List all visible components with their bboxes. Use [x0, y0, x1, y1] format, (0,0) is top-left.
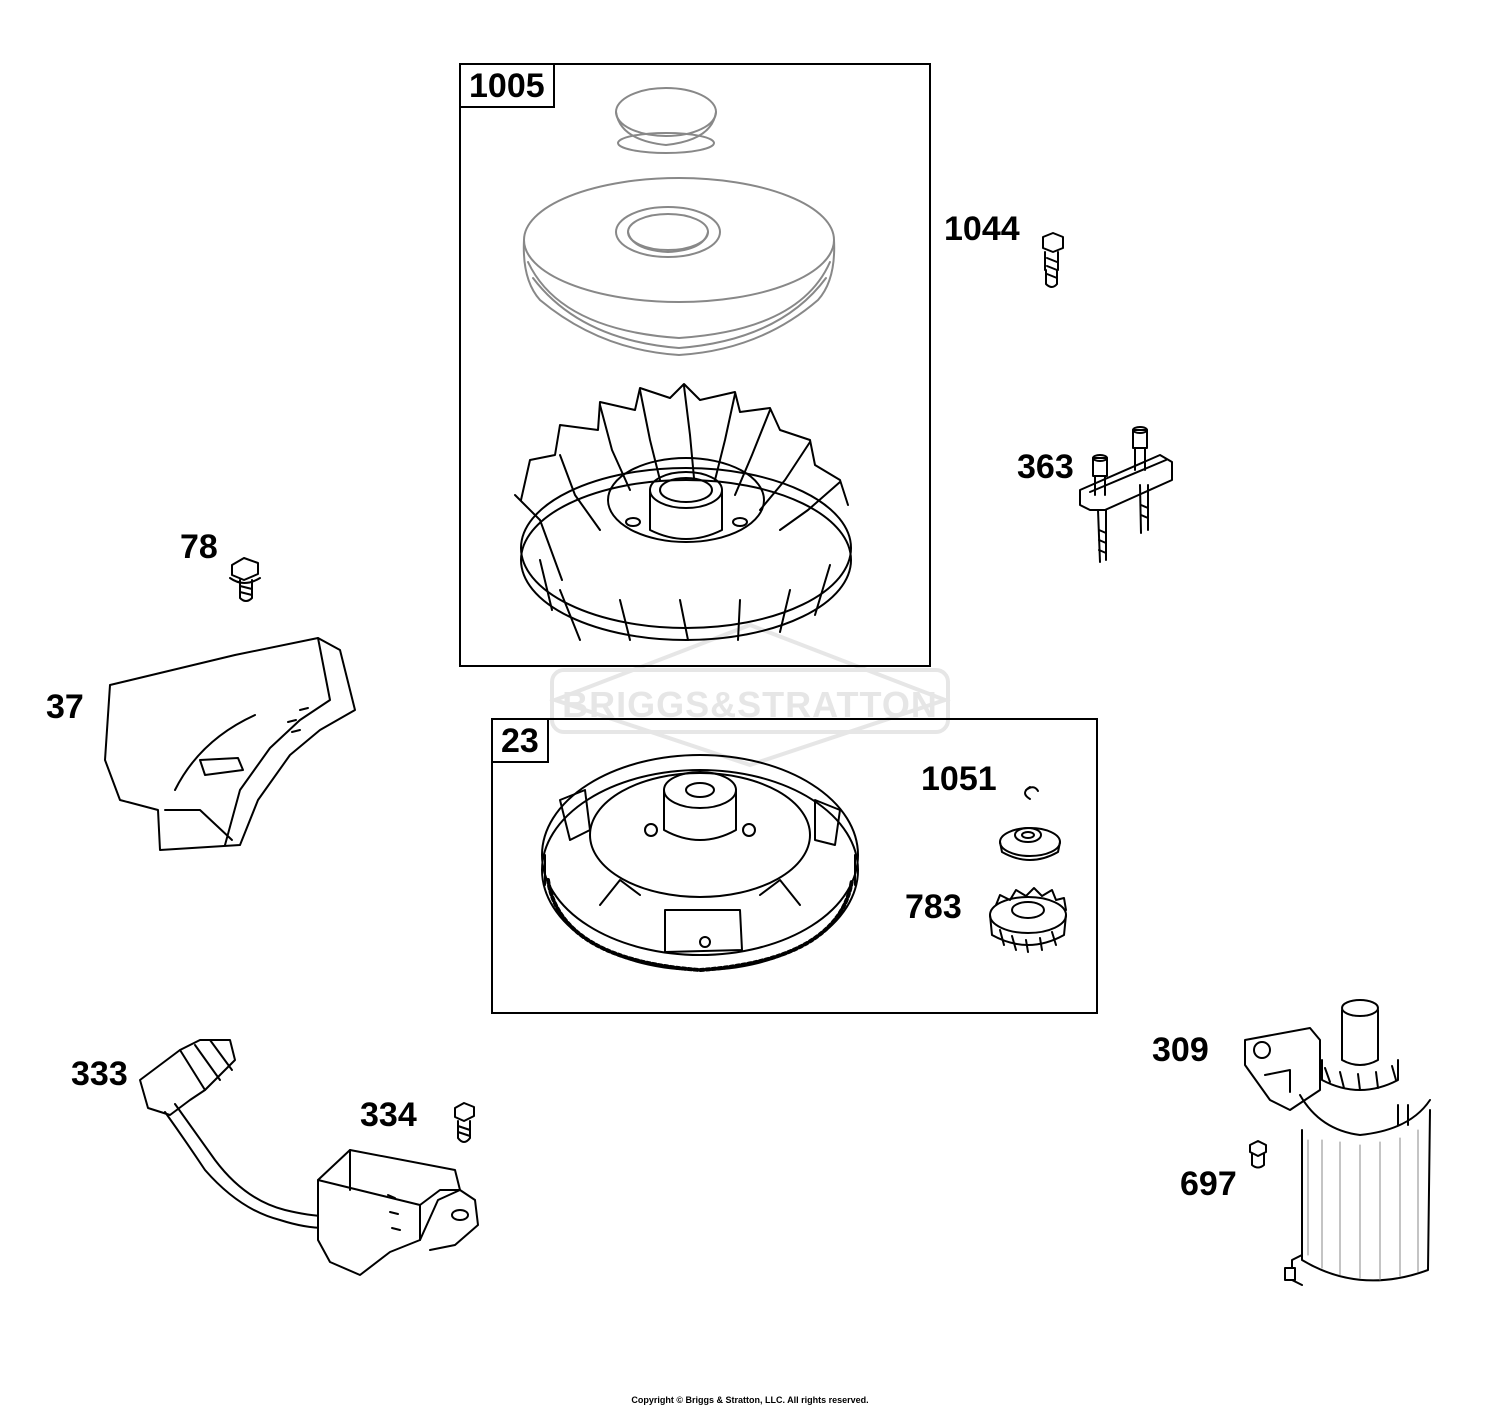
- washer-icon[interactable]: [999, 827, 1061, 861]
- kit-23-label[interactable]: 23: [491, 718, 549, 763]
- bracket-363-icon[interactable]: [1079, 426, 1173, 563]
- kit-1005-box: [459, 63, 931, 667]
- part-37-label[interactable]: 37: [46, 688, 84, 726]
- part-78-label[interactable]: 78: [180, 528, 218, 566]
- kit-23-box: [491, 718, 1098, 1014]
- screw-697-icon[interactable]: [1249, 1140, 1267, 1169]
- gear-783-icon[interactable]: [989, 887, 1067, 953]
- blower-housing-icon[interactable]: [522, 177, 836, 356]
- part-783-label[interactable]: 783: [905, 888, 962, 926]
- screw-334-icon[interactable]: [454, 1102, 475, 1143]
- bolt-1044-icon[interactable]: [1042, 232, 1064, 288]
- starter-309-icon[interactable]: [1244, 999, 1431, 1286]
- fan-icon[interactable]: [514, 383, 852, 641]
- clip-1051-icon[interactable]: [1024, 786, 1039, 800]
- copyright-text: Copyright © Briggs & Stratton, LLC. All …: [631, 1395, 869, 1405]
- part-1044-label[interactable]: 1044: [944, 210, 1020, 248]
- kit-1005-label[interactable]: 1005: [459, 63, 555, 108]
- part-697-label[interactable]: 697: [1180, 1165, 1237, 1203]
- part-363-label[interactable]: 363: [1017, 448, 1074, 486]
- shield-37-icon[interactable]: [104, 637, 356, 851]
- part-334-label[interactable]: 334: [360, 1096, 417, 1134]
- cap-icon[interactable]: [615, 87, 717, 154]
- part-1051-label[interactable]: 1051: [921, 760, 997, 798]
- part-333-label[interactable]: 333: [71, 1055, 128, 1093]
- bolt-78-icon[interactable]: [229, 557, 261, 602]
- ignition-coil-icon[interactable]: [139, 1039, 479, 1276]
- flywheel-icon[interactable]: [541, 754, 859, 972]
- part-309-label[interactable]: 309: [1152, 1031, 1209, 1069]
